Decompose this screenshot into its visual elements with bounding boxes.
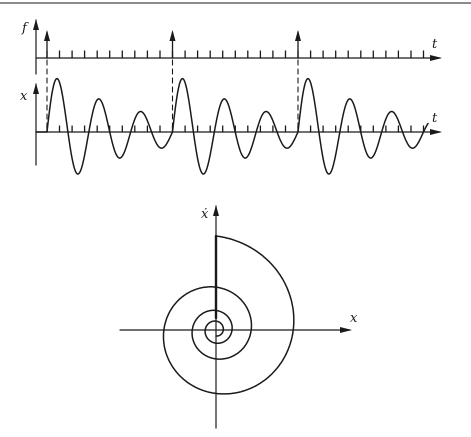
phase-panel: ẋ x: [119, 205, 358, 429]
impulse-y-arrow: [33, 19, 39, 30]
phase-y-arrow: [213, 205, 219, 216]
impulse-ticks: [46, 50, 425, 59]
impulse-spike-arrow: [169, 30, 176, 41]
impulse-y-label: f: [21, 21, 29, 36]
phase-spiral: [162, 235, 295, 395]
impulse-x-arrow: [430, 55, 442, 61]
signal-curve: [35, 77, 429, 175]
impulse-spikes: [44, 30, 301, 59]
phase-x-label: x: [350, 311, 358, 326]
dashed-connectors: [46, 59, 299, 131]
impulse-panel: f t: [21, 19, 442, 75]
signal-panel: x t: [20, 77, 442, 175]
signal-y-arrow: [33, 83, 39, 94]
signal-x-arrow: [430, 129, 442, 135]
phase-y-label: ẋ: [201, 207, 209, 222]
signal-y-label: x: [20, 89, 28, 104]
signal-x-label: t: [432, 111, 438, 126]
impulse-spike-arrow: [295, 30, 301, 41]
impulse-x-label: t: [432, 37, 438, 52]
phase-x-arrow: [340, 327, 352, 333]
impulse-spike-arrow: [44, 30, 50, 41]
